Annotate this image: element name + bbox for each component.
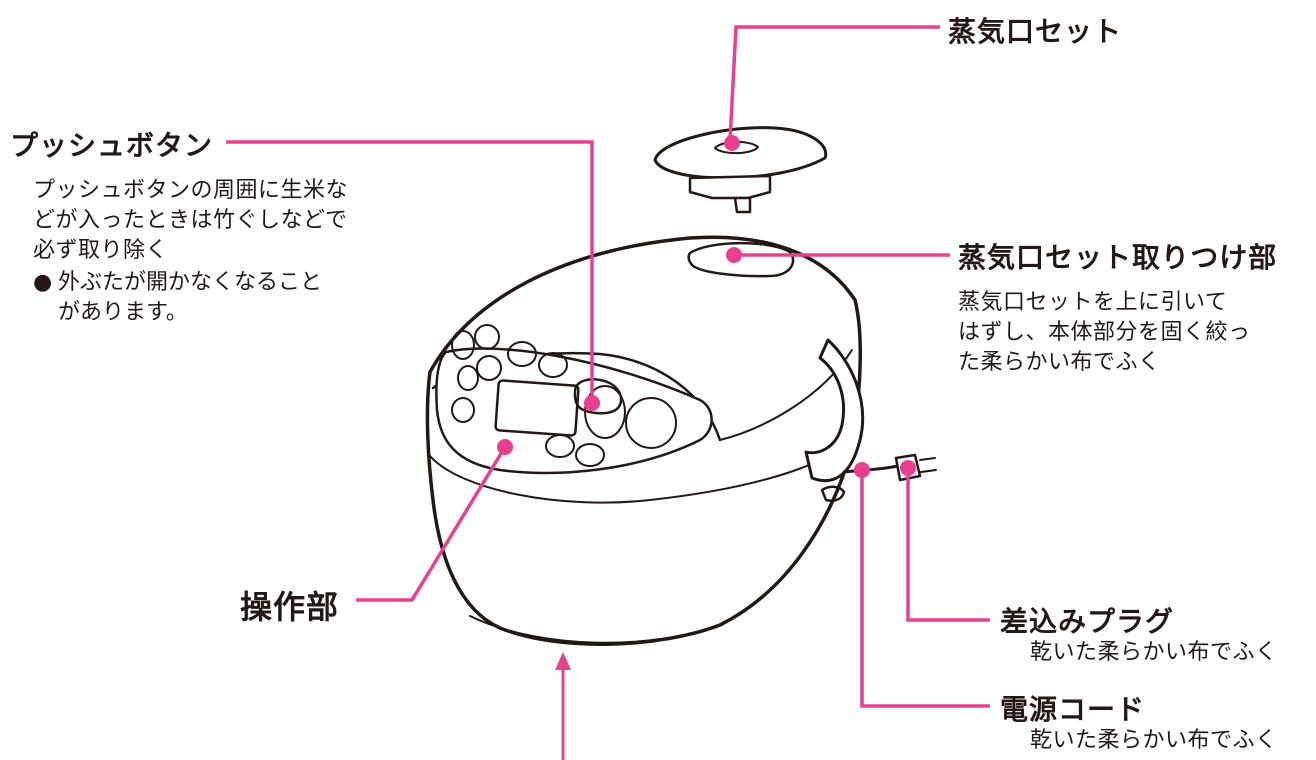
panel-button <box>507 341 537 367</box>
dot-power-cord <box>854 462 870 478</box>
body-lower-band <box>429 439 851 504</box>
steam-vent-stem <box>733 196 752 214</box>
push-button-bullet-line-2: があります。 <box>58 300 188 325</box>
steam-vent-mount-desc-line-3: た柔らかい布でふく <box>958 350 1161 375</box>
leader-steam-vent-set <box>728 25 940 141</box>
push-button-bullet-mark: ● <box>33 270 53 295</box>
label-push-button: プッシュボタン <box>10 129 214 162</box>
dot-power-plug <box>900 460 916 476</box>
cooker-handle <box>804 338 865 483</box>
steam-vent-mount-desc-line-2: はずし、本体部分を固く絞っ <box>958 320 1251 345</box>
power-plug-desc: 乾いた柔らかい布でふく <box>1030 640 1278 665</box>
plug-prong <box>919 457 936 461</box>
arrow-head <box>555 652 571 670</box>
push-button-desc-line-2: どが入ったときは竹ぐしなどで <box>33 208 348 233</box>
steam-vent-base <box>688 174 772 200</box>
steam-vent-recess <box>687 241 795 278</box>
cord-outlet <box>820 485 846 502</box>
panel-button <box>575 443 605 467</box>
panel-button <box>625 397 677 449</box>
panel-button <box>474 324 500 350</box>
push-button-bullet-line-1: 外ぶたが開かなくなること <box>58 270 323 295</box>
label-power-cord: 電源コード <box>1000 693 1146 726</box>
panel-button <box>538 352 568 378</box>
label-power-plug: 差込みプラグ <box>1000 605 1175 638</box>
body-bottom-rim <box>469 615 721 644</box>
leader-power-cord <box>860 472 990 708</box>
label-steam-vent-mount: 蒸気口セット取りつけ部 <box>958 241 1278 274</box>
power-cord-line <box>842 464 900 474</box>
power-cord-desc: 乾いた柔らかい布でふく <box>1030 728 1278 753</box>
dot-steam-vent-mount <box>726 247 742 263</box>
steam-vent-mount-desc-line-1: 蒸気口セットを上に引いて <box>958 290 1228 315</box>
label-control-panel: 操作部 <box>240 588 340 626</box>
label-steam-vent-set: 蒸気口セット <box>948 15 1123 48</box>
dot-push-button <box>584 395 600 411</box>
push-button-desc-line-3: 必ず取り除く <box>33 238 169 263</box>
panel-button <box>476 355 502 381</box>
panel-button <box>457 365 479 391</box>
leader-control-panel <box>356 446 507 602</box>
leader-push-button <box>226 140 594 400</box>
panel-button <box>545 434 575 458</box>
panel-button <box>451 397 475 423</box>
push-button-desc-line-1: プッシュボタンの周囲に生米な <box>33 178 349 203</box>
dot-steam-vent-set <box>724 135 740 151</box>
plug-prong <box>920 469 937 473</box>
dot-control-panel <box>497 439 513 455</box>
display-window <box>494 379 580 437</box>
leader-power-plug <box>906 470 990 622</box>
panel-button <box>451 330 475 360</box>
